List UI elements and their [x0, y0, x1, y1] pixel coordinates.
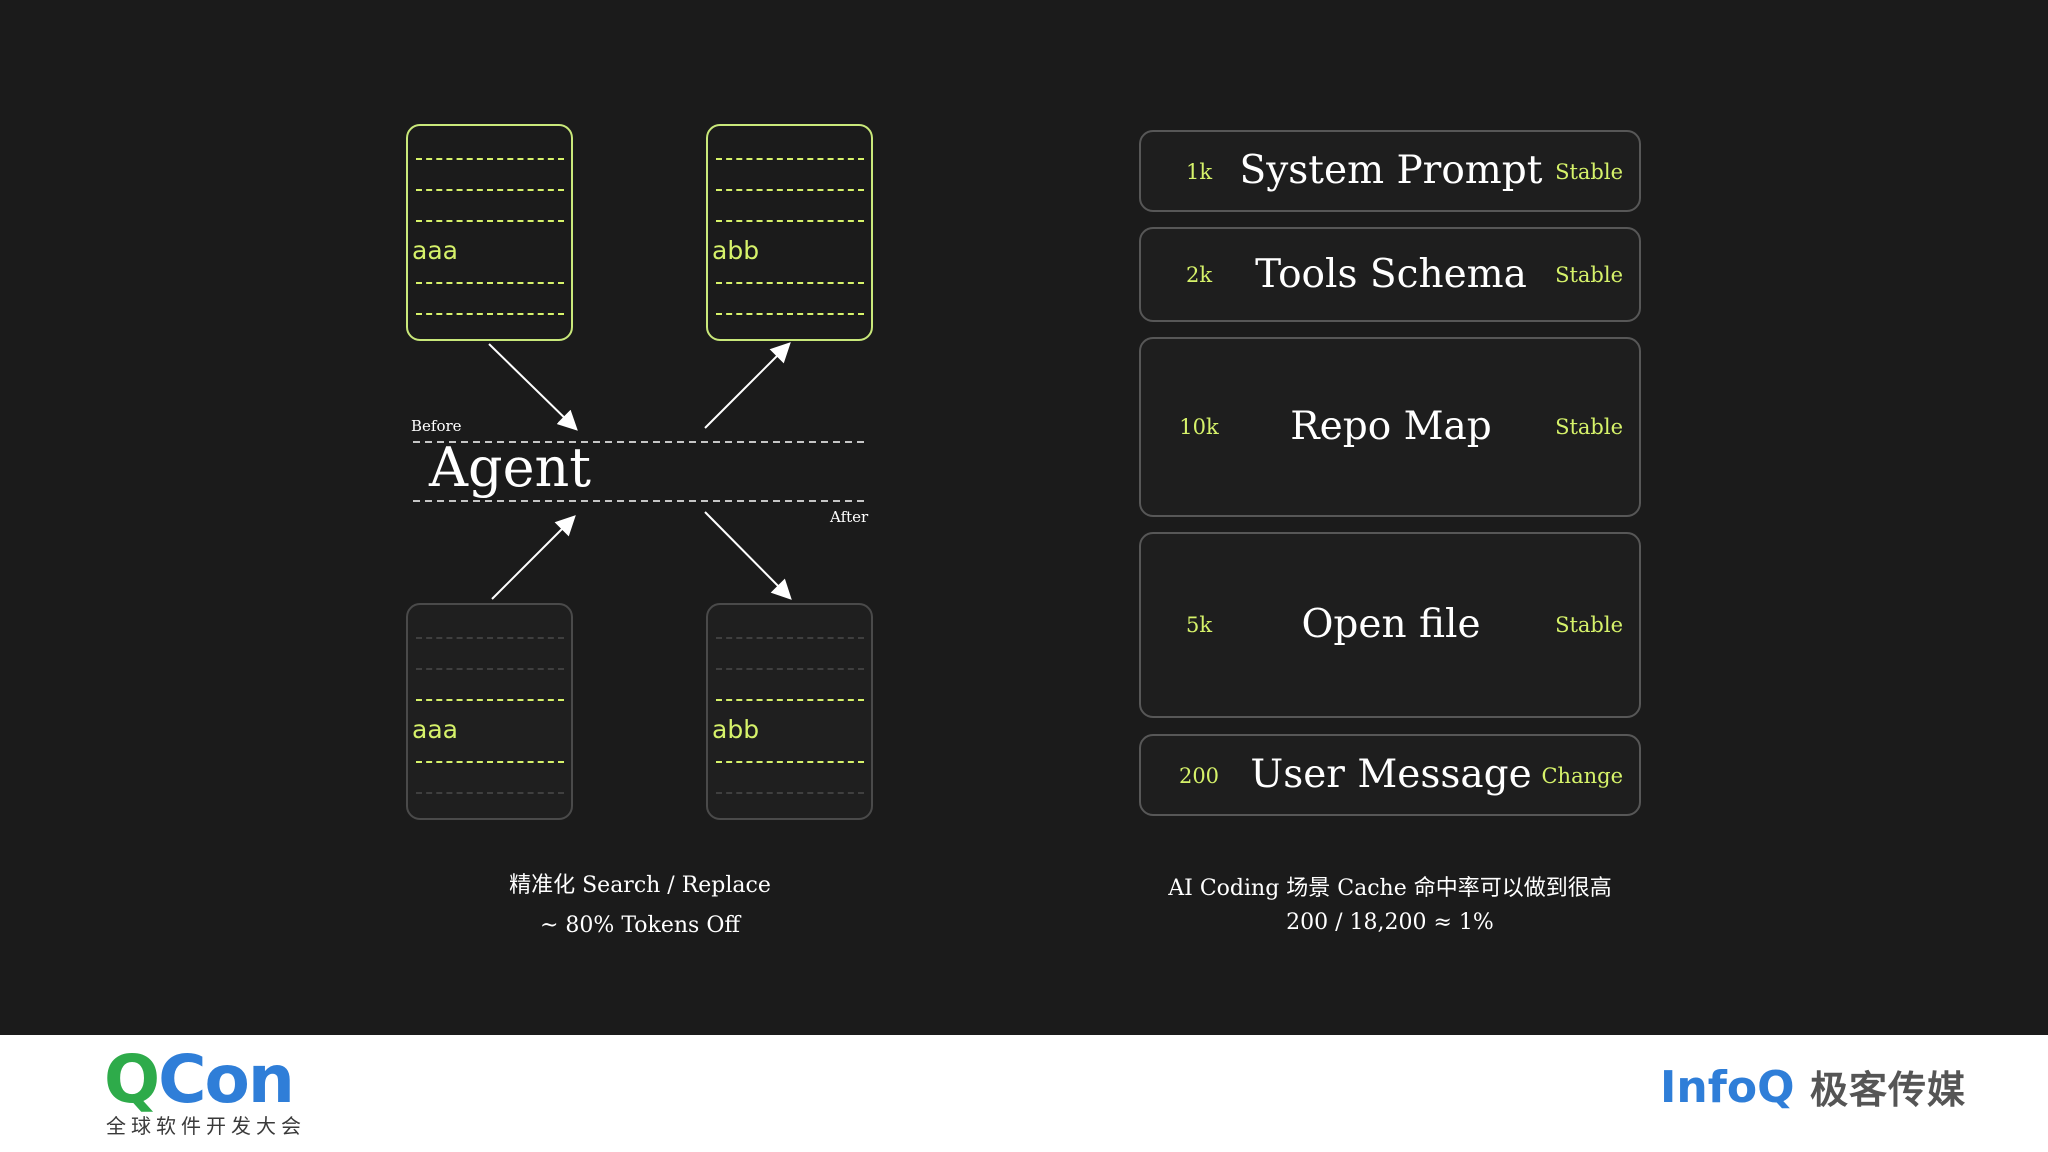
- agent-label: Agent: [429, 436, 591, 499]
- item-name: Open file: [1301, 602, 1481, 647]
- doc-card-bottom-left: aaa: [406, 603, 573, 820]
- token-count: 5k: [1185, 613, 1213, 637]
- item-name: System Prompt: [1239, 148, 1543, 193]
- item-status: Stable: [1555, 263, 1623, 287]
- dashed-line: [716, 158, 864, 160]
- token-count: 10k: [1179, 415, 1219, 439]
- context-item-user-message: 200 User Message Change: [1139, 734, 1641, 816]
- token-count: 200: [1178, 764, 1220, 788]
- dashed-line: [416, 761, 564, 763]
- token-count: 1k: [1185, 160, 1213, 184]
- item-name: Repo Map: [1290, 404, 1492, 449]
- dashed-line: [416, 158, 564, 160]
- item-status: Stable: [1555, 160, 1623, 184]
- dashed-line: [716, 699, 864, 701]
- qcon-logo: QCon: [104, 1045, 295, 1115]
- dashed-line: [416, 699, 564, 701]
- infoq-chinese-name: 极客传媒: [1810, 1068, 1967, 1112]
- doc-label: aaa: [412, 236, 458, 265]
- dashed-line: [716, 637, 864, 639]
- qcon-logo-con: Con: [158, 1041, 295, 1118]
- dashed-line: [416, 792, 564, 794]
- dashed-line: [416, 220, 564, 222]
- context-item-tools-schema: 2k Tools Schema Stable: [1139, 227, 1641, 322]
- dashed-line: [716, 189, 864, 191]
- doc-card-top-right: abb: [706, 124, 873, 341]
- footer-bar: [0, 1035, 2048, 1152]
- dashed-line: [716, 668, 864, 670]
- left-caption-line1: 精准化 Search / Replace: [509, 873, 771, 898]
- dashed-line: [716, 313, 864, 315]
- token-count: 2k: [1185, 263, 1213, 287]
- doc-card-top-left: aaa: [406, 124, 573, 341]
- dashed-line: [416, 637, 564, 639]
- left-caption-line2: ~ 80% Tokens Off: [540, 913, 740, 938]
- item-name: User Message: [1250, 752, 1532, 797]
- infoq-logo: InfoQ: [1660, 1062, 1795, 1113]
- slide: aaa abb aaa abb: [406, 124, 1641, 938]
- arrow-agent-to-doc: [704, 342, 791, 429]
- item-status: Stable: [1555, 613, 1623, 637]
- qcon-subtitle: 全球软件开发大会: [106, 1114, 306, 1138]
- qcon-logo-q: Q: [104, 1041, 160, 1118]
- arrow-doc-to-agent: [491, 515, 576, 600]
- context-item-open-file: 5k Open file Stable: [1139, 532, 1641, 718]
- dashed-line: [416, 189, 564, 191]
- dashed-line: [416, 282, 564, 284]
- after-label: After: [830, 508, 869, 526]
- agent-flow-arrows: [413, 342, 868, 600]
- arrow-doc-to-agent: [488, 343, 578, 431]
- dashed-line: [716, 282, 864, 284]
- doc-label: abb: [712, 715, 760, 744]
- dashed-line: [416, 668, 564, 670]
- context-item-system-prompt: 1k System Prompt Stable: [1139, 130, 1641, 212]
- doc-label: abb: [712, 236, 760, 265]
- item-status: Stable: [1555, 415, 1623, 439]
- doc-card-bottom-right: abb: [706, 603, 873, 820]
- context-item-repo-map: 10k Repo Map Stable: [1139, 337, 1641, 517]
- before-label: Before: [411, 417, 462, 435]
- dashed-line: [716, 792, 864, 794]
- arrow-agent-to-doc: [704, 511, 792, 600]
- doc-label: aaa: [412, 715, 458, 744]
- right-caption-line1: AI Coding 场景 Cache 命中率可以做到很高: [1168, 876, 1612, 901]
- item-status: Change: [1541, 764, 1623, 788]
- item-name: Tools Schema: [1255, 252, 1527, 297]
- dashed-line: [416, 313, 564, 315]
- right-caption-line2: 200 / 18,200 ≈ 1%: [1286, 910, 1494, 935]
- dashed-line: [716, 761, 864, 763]
- dashed-line: [716, 220, 864, 222]
